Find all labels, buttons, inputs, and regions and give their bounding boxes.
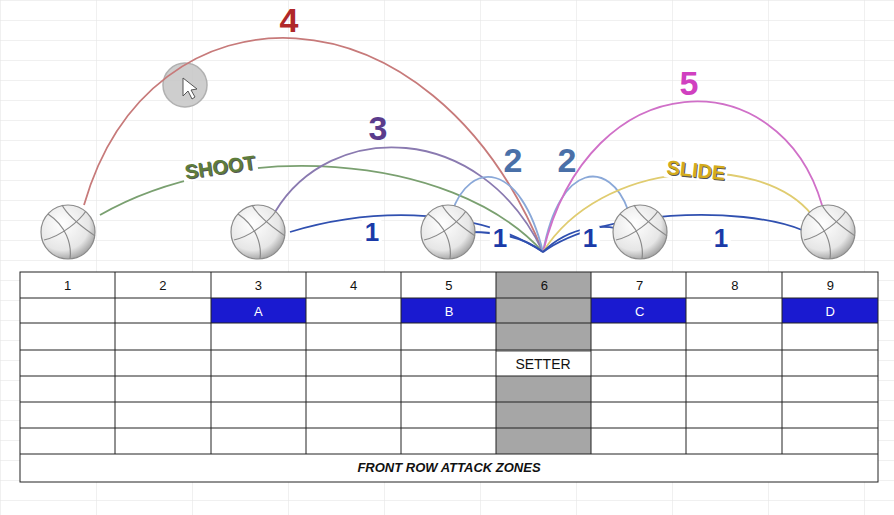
zone-letter: D	[826, 305, 835, 318]
arc-number: 2	[558, 143, 577, 177]
zone-number: 6	[541, 279, 548, 292]
zone-number: 1	[64, 279, 71, 292]
zone-letter: A	[254, 305, 263, 318]
zone-number: 2	[159, 279, 166, 292]
zone-number: 8	[731, 279, 738, 292]
zone-number: 7	[636, 279, 643, 292]
zone-number: 5	[445, 279, 452, 292]
setter-label: SETTER	[515, 357, 570, 371]
zone-number: 4	[350, 279, 357, 292]
zone-number: 3	[255, 279, 262, 292]
arc-number: 1	[362, 219, 382, 245]
table-caption: FRONT ROW ATTACK ZONES	[357, 461, 540, 474]
arc-number: 5	[680, 66, 699, 100]
arc-number: 1	[711, 225, 731, 251]
zone-number: 9	[827, 279, 834, 292]
zone-letter: C	[635, 305, 644, 318]
arc-number: 2	[504, 143, 523, 177]
arc-number: 3	[369, 111, 388, 145]
arc-number: 1	[490, 225, 510, 251]
arc-number: 1	[580, 225, 600, 251]
arc-number: 4	[280, 3, 299, 37]
zone-letter: B	[445, 305, 454, 318]
